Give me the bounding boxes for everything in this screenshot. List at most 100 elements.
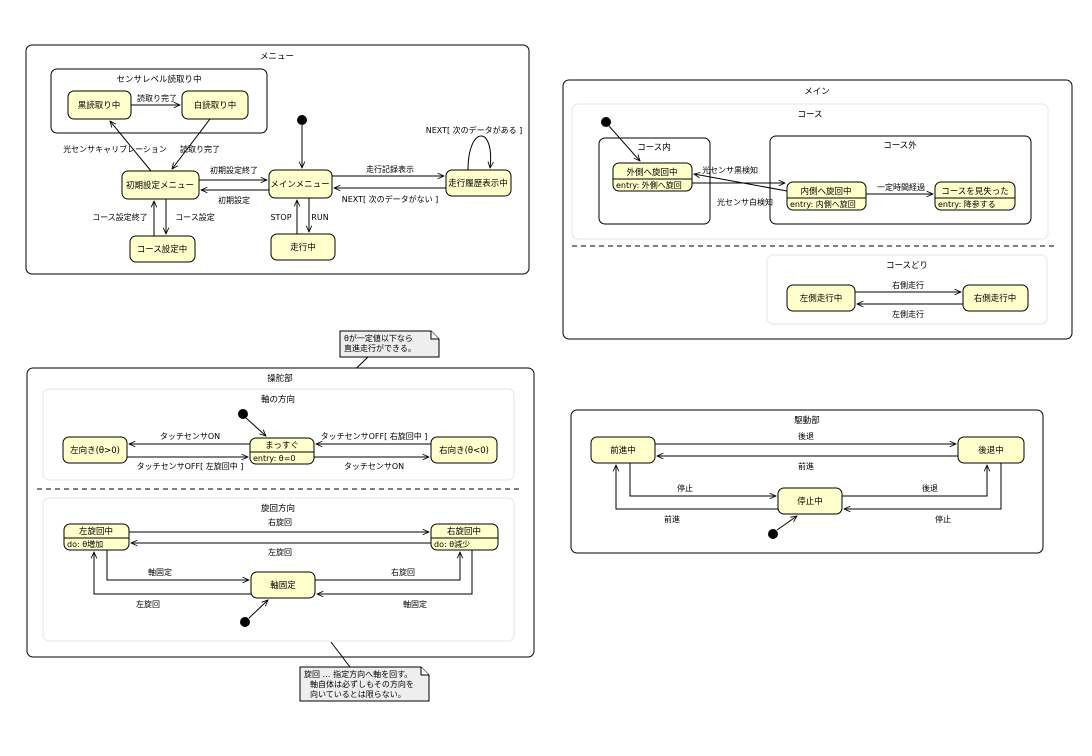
svg-text:直進走行ができる。: 直進走行ができる。 [344,343,416,353]
state-forward[interactable]: 前進中 [590,436,656,464]
svg-text:コースを見失った: コースを見失った [941,186,1009,197]
state-main-menu[interactable]: メインメニュー [268,169,333,199]
course-region [571,103,1049,240]
svg-text:コース設定中: コース設定中 [137,244,188,255]
edge-back-stop [844,463,1002,509]
state-turn-outward[interactable]: 外側へ旋回中 entry: 外側へ旋回 [612,162,693,192]
edge-label-init-done: 初期設定終了 [210,165,258,175]
svg-text:停止中: 停止中 [797,496,823,507]
state-stopped[interactable]: 停止中 [777,487,843,515]
svg-text:右向き(θ<0): 右向き(θ<0) [439,445,489,456]
edge-fixed-right-turn [315,552,460,581]
svg-text:entry: θ=0: entry: θ=0 [253,454,296,463]
edge-label-touch-off-right: タッチセンサOFF[ 右旋回中 ] [321,431,428,441]
svg-text:右旋回中: 右旋回中 [447,526,481,537]
svg-text:まっすぐ: まっすぐ [265,441,299,451]
state-lost-course[interactable]: コースを見失った entry: 降参する [934,181,1016,211]
rotation-region-title: 旋回方向 [261,503,295,514]
state-right-turning[interactable]: 右旋回中 do: θ減少 [430,523,499,551]
state-right-running[interactable]: 右側走行中 [962,284,1029,312]
note-rotation: 旋回 … 指定方向へ軸を回す。 軸自体は必ずしもその方向を 向いているとは限らな… [299,641,430,702]
edge-label-init-setting: 初期設定 [218,195,250,205]
main-initial-node [601,117,611,127]
svg-text:内側へ旋回中: 内側へ旋回中 [800,186,851,197]
state-right-facing[interactable]: 右向き(θ<0) [430,436,498,464]
edge-label-l-turn2: 左旋回 [136,599,160,609]
axis-region [42,388,515,481]
edge-label-course-set: コース設定 [175,212,215,222]
edge-label-stop1: 停止 [677,483,693,493]
edge-white-init [172,118,211,169]
state-log-display[interactable]: 走行履歴表示中 [445,169,512,197]
state-white-reading[interactable]: 白読取り中 [181,90,249,120]
edge-label-log-show: 走行記録表示 [366,164,414,174]
edge-label-touch-on1: タッチセンサON [160,432,220,441]
initial-node [297,115,307,125]
edge-label-run: RUN [311,213,328,222]
state-left-turning[interactable]: 左旋回中 do: θ増加 [63,523,130,551]
edge-label-l-turn: 左旋回 [268,547,292,557]
drive-container: 駆動部 前進中 後退中 停止中 後退 前進 停止 前進 後退 停止 [570,409,1044,554]
edge-fwd-stop [629,463,776,496]
edge-axis-initial [245,417,266,436]
svg-text:メインメニュー: メインメニュー [270,180,329,190]
main-container: メイン コース コース内 コース外 外側へ旋回中 entry: 外側へ旋回 内側… [562,79,1073,340]
edge-label-back2: 後退 [922,483,938,493]
edge-label-stop2: 停止 [935,514,951,524]
outside-title: コース外 [883,140,917,151]
tracing-region-title: コースどり [886,261,928,271]
tracing-region [766,254,1048,325]
svg-text:左側走行中: 左側走行中 [800,293,843,304]
edge-stop-fwd [616,465,778,510]
svg-text:向いているとは限らない。: 向いているとは限らない。 [310,689,406,699]
steer-title: 操舵部 [267,373,293,384]
svg-text:do: θ増加: do: θ増加 [67,539,103,549]
state-straight[interactable]: まっすぐ entry: θ=0 [249,437,315,465]
state-black-reading[interactable]: 黒読取り中 [67,90,132,120]
svg-text:右側走行中: 右側走行中 [974,293,1017,304]
main-title: メイン [804,87,830,97]
svg-text:白読取り中: 白読取り中 [194,100,237,111]
svg-text:旋回 … 指定方向へ軸を回す。: 旋回 … 指定方向へ軸を回す。 [304,669,412,679]
svg-text:外側へ旋回中: 外側へ旋回中 [626,167,677,178]
svg-text:初期設定メニュー: 初期設定メニュー [126,180,194,191]
state-left-running[interactable]: 左側走行中 [786,284,856,312]
edge-stop-back [842,465,987,497]
svg-text:entry: 降参する: entry: 降参する [938,199,996,209]
state-fixed[interactable]: 軸固定 [250,571,316,599]
edge-label-next-none: NEXT[ 次のデータがない ] [342,194,439,204]
drive-title: 駆動部 [794,415,820,426]
edge-label-stop: STOP [270,213,291,222]
svg-text:do: θ減少: do: θ減少 [434,539,470,549]
state-backward[interactable]: 後退中 [957,436,1025,464]
state-course-setting[interactable]: コース設定中 [129,235,196,263]
axis-region-title: 軸の方向 [261,394,295,405]
edge-label-touch-off-left: タッチセンサOFF[ 左旋回中 ] [137,461,244,471]
state-turn-inward[interactable]: 内側へ旋回中 entry: 内側へ旋回 [786,181,867,211]
svg-text:entry: 外側へ旋回: entry: 外側へ旋回 [616,180,682,190]
svg-text:後退中: 後退中 [978,445,1004,456]
state-left-facing[interactable]: 左向き(θ>0) [62,436,128,464]
edge-in-out [694,174,788,192]
svg-text:entry: 内側へ旋回: entry: 内側へ旋回 [790,199,856,209]
edge-label-r-turn: 右旋回 [268,517,292,527]
svg-text:前進中: 前進中 [610,445,636,456]
edge-label-course-done: コース設定終了 [92,212,148,222]
svg-text:走行履歴表示中: 走行履歴表示中 [448,178,508,189]
edge-label-time-passed: 一定時間経過 [877,182,925,192]
state-init-menu[interactable]: 初期設定メニュー [121,170,200,200]
edge-label-calibration: 光センサキャリブレーション [63,144,167,154]
inside-title: コース内 [637,142,671,153]
edge-label-white-detect: 光センサ白検知 [717,197,773,207]
edge-log-self [467,135,491,171]
state-running[interactable]: 走行中 [270,233,336,261]
course-region-title: コース [797,110,822,120]
edge-label-read-done1: 読取り完了 [137,93,177,103]
edge-label-touch-on2: タッチセンサON [344,462,404,471]
edge-label-back: 後退 [798,431,814,441]
edge-label-to-right: 右側走行 [892,280,924,290]
axis-initial-node [238,409,248,419]
rotation-initial-node [240,617,250,627]
edge-label-fix1: 軸固定 [148,567,172,577]
